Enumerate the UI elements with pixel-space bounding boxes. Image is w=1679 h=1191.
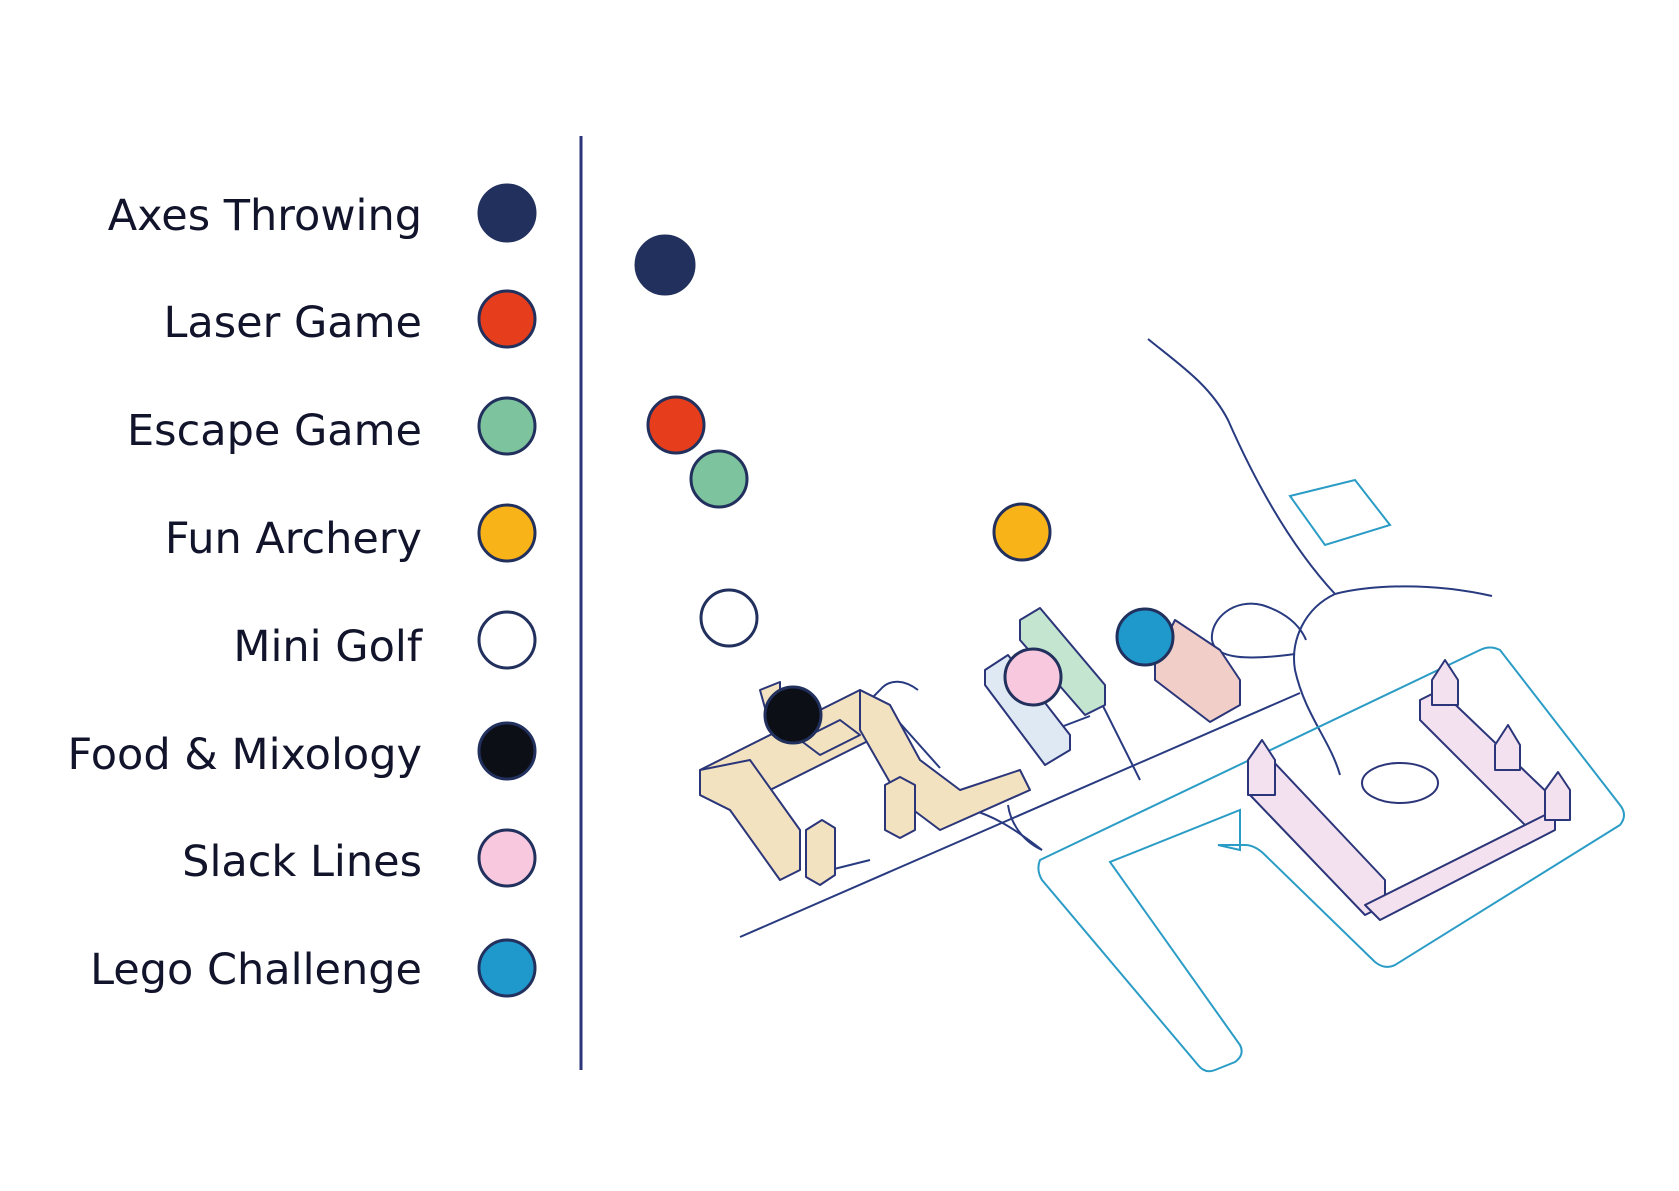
road-minor-3 [1099, 699, 1141, 781]
legend-dot-escape-game [477, 396, 537, 456]
legend-label-escape-game: Escape Game [127, 406, 422, 456]
legend-label-lego-challenge: Lego Challenge [90, 945, 422, 995]
road-minor-2 [1007, 804, 1043, 851]
legend: Axes Throwing Laser Game Escape Game Fun… [68, 183, 537, 998]
activity-markers [634, 234, 1175, 745]
building-pink [1154, 619, 1241, 723]
water-features [1037, 478, 1625, 1073]
legend-label-axes-throwing: Axes Throwing [108, 191, 422, 241]
castle-tower-1 [1247, 739, 1276, 796]
legend-dot-lego-challenge [477, 938, 537, 998]
road-minor-6 [829, 859, 871, 871]
marker-slack-lines[interactable] [1003, 647, 1063, 707]
marker-mini-golf[interactable] [699, 588, 759, 648]
legend-dot-fun-archery [477, 503, 537, 563]
pond-large [1037, 646, 1625, 1073]
legend-label-fun-archery: Fun Archery [165, 514, 422, 564]
building-green-main [1019, 607, 1106, 716]
castle-tower-2 [1431, 659, 1459, 706]
legend-label-food-mixology: Food & Mixology [68, 730, 422, 780]
marker-laser-game[interactable] [646, 395, 706, 455]
pond-small [1288, 478, 1392, 547]
road-loop-west [1293, 593, 1341, 776]
legend-dot-axes-throwing [477, 183, 537, 243]
castle-tower-3 [1494, 724, 1521, 771]
marker-escape-game[interactable] [689, 449, 749, 509]
castle-wing-east [1419, 689, 1556, 836]
road-north [1147, 338, 1336, 595]
building-pink-main [1154, 619, 1241, 723]
road-east [1334, 585, 1493, 597]
road-loop-east [1210, 602, 1307, 659]
legend-dot-mini-golf [477, 610, 537, 670]
legend-label-mini-golf: Mini Golf [233, 622, 422, 672]
marker-axes-throwing[interactable] [634, 234, 696, 296]
building-annex-2 [884, 776, 916, 839]
castle-wing-south [1364, 809, 1556, 921]
castle-courtyard [1361, 762, 1439, 804]
building-green [1019, 607, 1106, 716]
legend-label-laser-game: Laser Game [163, 298, 422, 348]
marker-fun-archery[interactable] [992, 502, 1052, 562]
legend-dot-laser-game [477, 289, 537, 349]
marker-food-mixology[interactable] [763, 685, 823, 745]
marker-lego-challenge[interactable] [1115, 607, 1175, 667]
legend-dot-slack-lines [477, 828, 537, 888]
castle-tower-4 [1544, 771, 1571, 821]
road-main [739, 692, 1301, 938]
building-annex-1 [805, 819, 836, 886]
legend-dot-food-mixology [477, 721, 537, 781]
building-courtyard [799, 719, 861, 756]
roads [739, 338, 1493, 938]
building-main-wing-west [699, 759, 801, 881]
legend-label-slack-lines: Slack Lines [182, 837, 422, 887]
building-castle [1247, 659, 1571, 921]
road-minor-5 [869, 680, 919, 701]
building-main-campus [699, 681, 1031, 886]
